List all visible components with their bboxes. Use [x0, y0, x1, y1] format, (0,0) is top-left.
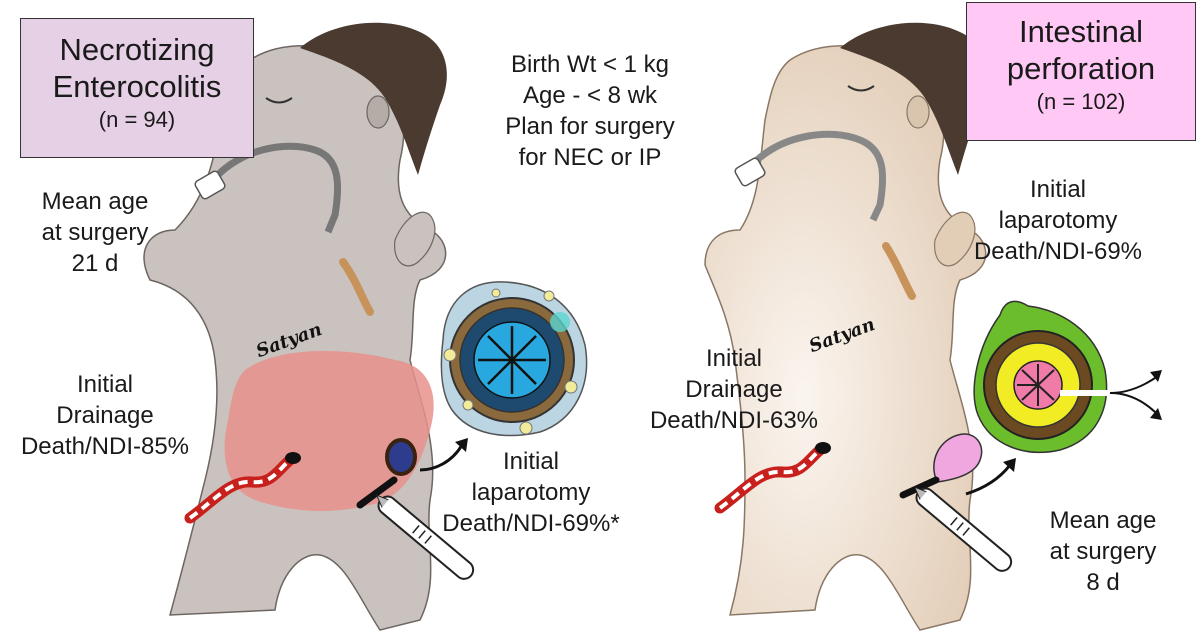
- right-infant: [704, 22, 1016, 631]
- ip-arrow-head-up: [1150, 370, 1162, 382]
- right-tube-connector: [734, 157, 766, 187]
- criteria-line3: Plan for surgery: [505, 113, 675, 140]
- ip-count: (n = 102): [1036, 89, 1126, 114]
- right-laparotomy-incision: [899, 476, 940, 499]
- right-infant-ear: [906, 95, 930, 129]
- ip-villi: [1017, 364, 1055, 406]
- right-infant-hair: [840, 22, 987, 176]
- ip-laparotomy-outcome: Initial laparotomy Death/NDI-69%: [968, 174, 1148, 267]
- nec-title-line2: Enterocolitis: [52, 69, 222, 104]
- criteria-line2: Age - < 8 wk: [522, 82, 658, 109]
- ip-lap-line1: Initial: [1029, 176, 1087, 203]
- right-umbilical-cord: [882, 242, 916, 300]
- ip-drainage-outcome: Initial Drainage Death/NDI-63%: [636, 343, 832, 436]
- right-drain-tube-stripe: [718, 448, 822, 510]
- ip-title-line2: perforation: [1006, 51, 1156, 86]
- ip-age-line1: Mean age: [1049, 507, 1157, 534]
- left-arrow: [419, 444, 464, 472]
- nec-age-line3: 21 d: [71, 250, 119, 277]
- right-laparotomy-bowel: [933, 433, 983, 483]
- nec-drain-line2: Drainage: [56, 402, 154, 429]
- ip-drain-line2: Drainage: [685, 376, 783, 403]
- right-infant-body: [704, 45, 987, 631]
- left-laparotomy-incision: [356, 476, 398, 509]
- left-infant-ear: [366, 95, 390, 129]
- nec-gas-bubbles: [443, 288, 578, 435]
- left-infant-arm: [394, 211, 436, 267]
- left-drain-site: [285, 452, 301, 464]
- left-infant-hair: [300, 22, 447, 176]
- nec-count: (n = 94): [98, 107, 176, 132]
- nec-villi: [478, 326, 546, 394]
- left-scalpel: [375, 494, 475, 580]
- right-infant-closed-eye: [847, 85, 875, 92]
- right-drain-site: [815, 442, 831, 454]
- nec-age-line1: Mean age: [41, 188, 149, 215]
- nec-label-box: Necrotizing Enterocolitis (n = 94): [20, 18, 254, 158]
- ip-perforation-arrows: [1109, 377, 1156, 413]
- ip-lap-line3: Death/NDI-69%: [973, 238, 1143, 265]
- ip-drain-line3: Death/NDI-63%: [649, 407, 819, 434]
- nec-lap-line3: Death/NDI-69%*: [442, 510, 620, 537]
- ip-age-line2: at surgery: [1049, 538, 1157, 565]
- right-scalpel: [913, 486, 1013, 572]
- ip-mean-age: Mean age at surgery 8 d: [1028, 505, 1178, 598]
- left-infant: [143, 22, 475, 631]
- nec-lap-line1: Initial: [502, 448, 560, 475]
- nec-age-line2: at surgery: [41, 219, 149, 246]
- nec-laparotomy-outcome: Initial laparotomy Death/NDI-69%*: [418, 446, 644, 539]
- left-laparotomy-bowel: [385, 438, 417, 476]
- nec-drainage-outcome: Initial Drainage Death/NDI-85%: [0, 369, 210, 462]
- left-arrow-head: [455, 438, 468, 452]
- left-infant-closed-eye: [265, 97, 293, 104]
- nec-drain-line1: Initial: [76, 371, 134, 398]
- right-arrow-head: [1003, 458, 1016, 472]
- left-drain-tube-stripe: [188, 458, 292, 520]
- right-endotracheal-tube: [754, 130, 887, 222]
- ip-age-line3: 8 d: [1086, 569, 1120, 596]
- nec-title-line1: Necrotizing: [59, 32, 215, 67]
- nec-mean-age: Mean age at surgery 21 d: [20, 186, 170, 279]
- ip-title-line1: Intestinal: [1018, 14, 1144, 49]
- inclusion-criteria: Birth Wt < 1 kg Age - < 8 wk Plan for su…: [485, 49, 695, 173]
- nec-drain-line3: Death/NDI-85%: [20, 433, 190, 460]
- ip-drain-line1: Initial: [705, 345, 763, 372]
- ip-lap-line2: laparotomy: [998, 207, 1118, 234]
- right-infant-arm: [934, 211, 976, 267]
- nec-bacteria-cluster: [550, 312, 570, 332]
- left-tube-connector: [194, 170, 226, 200]
- nec-lap-line2: laparotomy: [471, 479, 591, 506]
- nec-bowel-cross-section: [440, 281, 588, 437]
- ip-label-box: Intestinal perforation (n = 102): [966, 2, 1196, 141]
- ip-arrow-head-down: [1150, 408, 1162, 420]
- criteria-line4: for NEC or IP: [518, 144, 662, 171]
- right-arrow: [965, 464, 1012, 496]
- left-umbilical-cord: [339, 258, 374, 316]
- criteria-line1: Birth Wt < 1 kg: [510, 51, 670, 78]
- ip-bowel-cross-section: [973, 300, 1162, 454]
